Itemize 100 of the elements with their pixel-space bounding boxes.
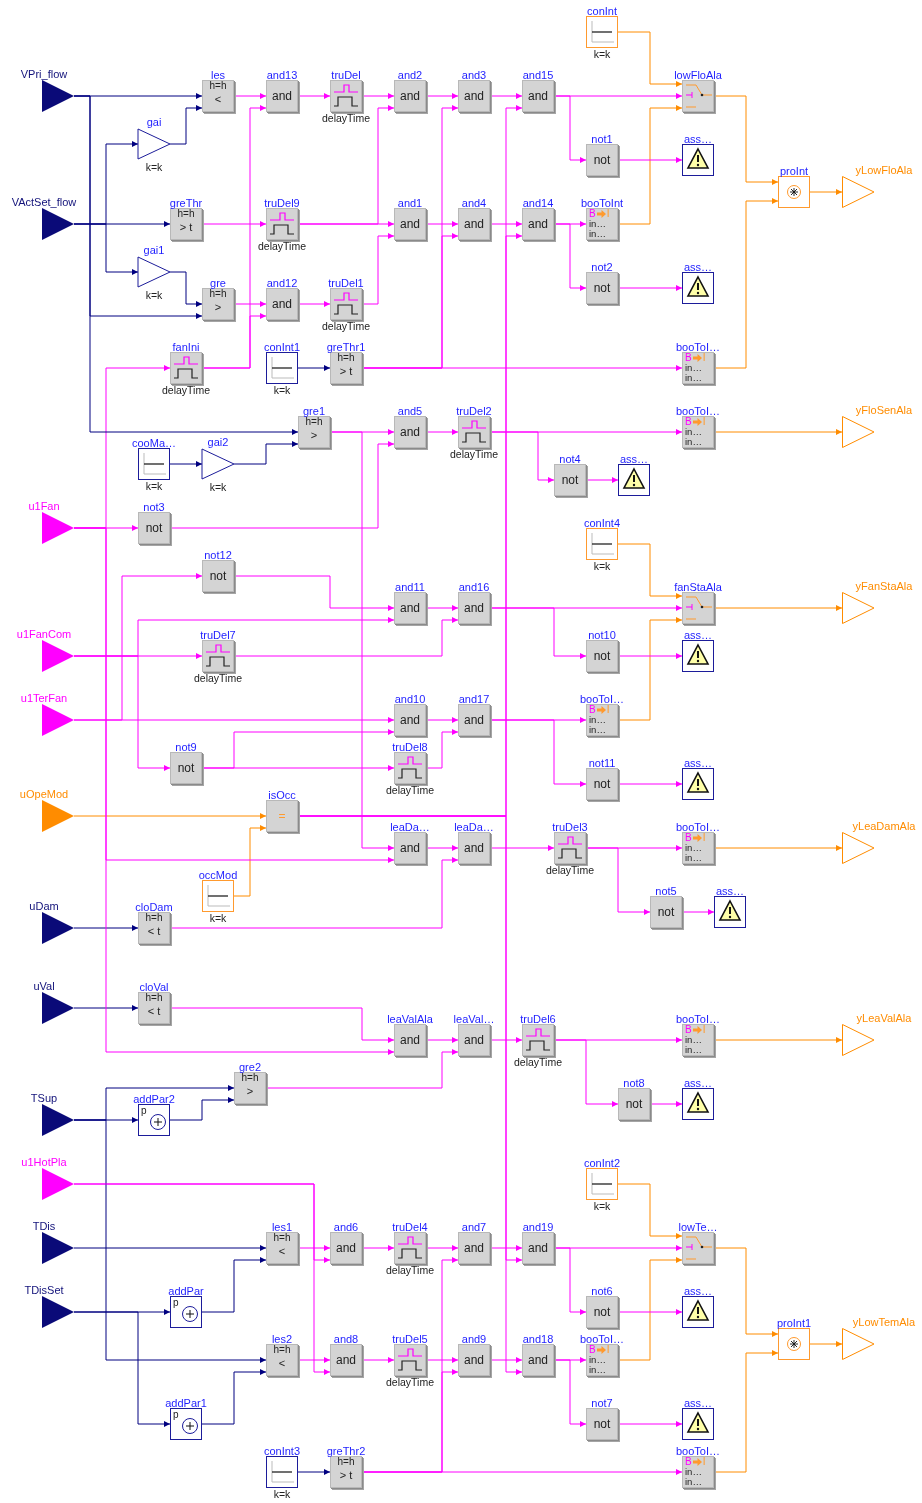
parameter-text: h=h (241, 1073, 259, 1083)
block-name: ass… (683, 1077, 713, 1089)
connector-arrow (73, 527, 395, 1055)
operator-symbol: > (246, 1085, 254, 1097)
type-letter: I (702, 353, 706, 363)
parameter-text: h=h (145, 913, 163, 923)
block-name: not9 (175, 741, 197, 753)
connector-arrow (553, 223, 587, 291)
operator-text: not (593, 649, 611, 663)
parameter-label: k=k (273, 384, 291, 396)
block-name: truDel5 (392, 1333, 428, 1345)
block-name: truDel1 (328, 277, 364, 289)
block-name: not4 (559, 453, 581, 465)
parameter-label: k=k (593, 48, 611, 60)
operator-text: and (400, 89, 420, 103)
connector-arrow (201, 1369, 267, 1425)
connector-arrow (617, 653, 683, 659)
operator-text: and (464, 1241, 484, 1255)
block-name: and16 (458, 581, 490, 593)
type-letter: B (589, 1345, 596, 1355)
port-text: in… (589, 1355, 606, 1365)
block-name: not6 (591, 1285, 613, 1297)
connector-arrow (713, 1247, 779, 1337)
connector-arrow (617, 285, 683, 291)
connector-arrow (809, 1341, 843, 1347)
block-name: and8 (333, 1333, 359, 1345)
connector-arrow (425, 1245, 459, 1251)
block-name: booToI… (676, 1013, 720, 1025)
connector-arrow (617, 157, 683, 163)
connector-arrow (489, 1357, 523, 1363)
block-name: booToI… (580, 693, 624, 705)
connector-arrow (233, 575, 395, 611)
connector-arrow (73, 1119, 267, 1363)
type-letter: B (685, 833, 692, 843)
block-name: truDel4 (392, 1221, 428, 1233)
block-name: gai1 (143, 244, 165, 256)
connector-arrow (553, 1359, 587, 1427)
block-name: TSup (30, 1092, 58, 1104)
connector-arrow (617, 1257, 683, 1361)
parameter-text: h=h (177, 209, 195, 219)
block-name: uOpeMod (19, 788, 69, 800)
connector-arrow (297, 1357, 331, 1363)
type-letter: B (685, 1025, 692, 1035)
block-name: isOcc (268, 789, 296, 801)
connector-arrow (713, 1037, 843, 1043)
connector-arrow (425, 1357, 459, 1363)
block-name: addPar1 (165, 1397, 207, 1409)
parameter-text: h=h (209, 81, 227, 91)
operator-text: and (272, 89, 292, 103)
block-name: truDel2 (456, 405, 492, 417)
connector-arrow (329, 431, 395, 851)
connector-arrow (585, 477, 619, 483)
block-name: proInt1 (776, 1317, 812, 1329)
connector-arrow (617, 1421, 683, 1427)
parameter-text: h=h (273, 1345, 291, 1355)
connector-arrow (617, 781, 683, 787)
block-name: not1 (591, 133, 613, 145)
connector-arrow (73, 925, 139, 931)
port-text: in… (685, 1045, 702, 1055)
connector-arrow (489, 93, 523, 99)
port-text: in… (589, 229, 606, 239)
parameter-text: p (173, 1297, 179, 1308)
operator-text: and (400, 217, 420, 231)
parameter-label: delayTime (322, 112, 370, 124)
block-name: ass… (683, 133, 713, 145)
parameter-label: k=k (145, 289, 163, 301)
block-name: ass… (683, 1285, 713, 1297)
type-letter: I (606, 705, 610, 715)
parameter-label: k=k (593, 560, 611, 572)
connector-arrow (73, 813, 267, 819)
type-letter: I (702, 1457, 706, 1467)
block-name: not12 (204, 549, 232, 561)
block-name: fanStaAla (674, 581, 722, 593)
parameter-text: h=h (337, 1457, 355, 1467)
block-name: leaVal… (453, 1013, 495, 1025)
port-text: in… (685, 1477, 702, 1487)
block-name: ass… (683, 629, 713, 641)
block-name: addPar2 (133, 1093, 175, 1105)
block-name: truDel6 (520, 1013, 556, 1025)
parameter-text: p (141, 1105, 147, 1116)
operator-symbol: < (214, 93, 222, 105)
block-name: u1Fan (28, 500, 60, 512)
connector-arrow (73, 1311, 171, 1427)
operator-text: and (464, 601, 484, 615)
block-name: not5 (655, 885, 677, 897)
block-name: gre2 (239, 1061, 261, 1073)
operator-symbol: > t (179, 221, 193, 233)
block-name: booToI… (676, 821, 720, 833)
operator-text: and (528, 1241, 548, 1255)
parameter-label: delayTime (322, 320, 370, 332)
block-name: ass… (619, 453, 649, 465)
port-text: in… (685, 853, 702, 863)
connector-arrow (297, 301, 331, 307)
connector-arrow (425, 717, 459, 723)
block-name: greThr (169, 197, 203, 209)
block-name: gai2 (207, 436, 229, 448)
block-name: yLeaValAla (856, 1012, 912, 1024)
connector-arrow (425, 605, 459, 611)
connector-arrow (425, 1037, 459, 1043)
operator-text: not (145, 521, 163, 535)
